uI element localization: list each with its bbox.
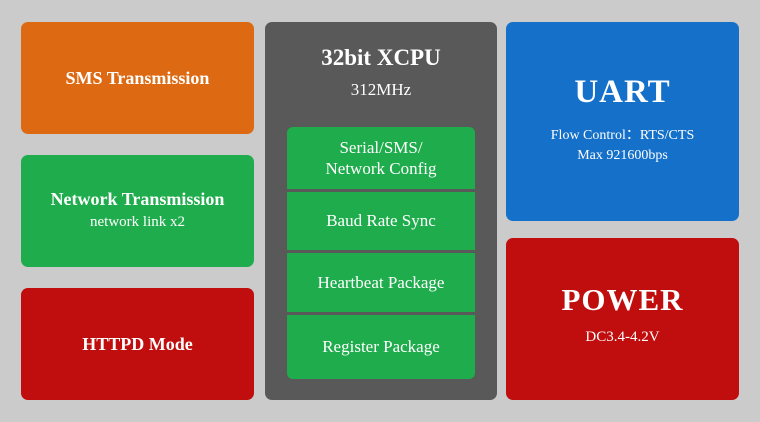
cpu-item-baud-rate-sync: Baud Rate Sync	[287, 192, 475, 250]
uart-block: UART Flow Control：RTS/CTS Max 921600bps	[506, 22, 739, 221]
uart-title: UART	[574, 74, 671, 110]
network-transmission-block: Network Transmission network link x2	[21, 155, 254, 267]
network-link-subtitle: network link x2	[90, 214, 185, 231]
cpu-item-register-package: Register Package	[287, 315, 475, 379]
httpd-mode-title: HTTPD Mode	[82, 333, 193, 354]
uart-max-rate: Max 921600bps	[577, 147, 668, 163]
cpu-item-config-line2: Network Config	[325, 159, 437, 178]
cpu-frequency: 312MHz	[350, 80, 412, 99]
cpu-item-config: Serial/SMS/ Network Config	[287, 127, 475, 189]
sms-transmission-title: SMS Transmission	[65, 67, 210, 88]
network-transmission-title: Network Transmission	[50, 189, 225, 210]
sms-transmission-block: SMS Transmission	[21, 22, 254, 134]
cpu-item-config-line1: Serial/SMS/	[339, 137, 423, 157]
cpu-item-heartbeat-package: Heartbeat Package	[287, 253, 475, 312]
uart-flow-control: Flow Control：RTS/CTS	[550, 127, 695, 143]
power-block: POWER DC3.4-4.2V	[506, 238, 739, 400]
power-voltage: DC3.4-4.2V	[585, 328, 660, 345]
uart-details: Flow Control：RTS/CTS Max 921600bps	[551, 126, 694, 165]
cpu-block: 32bit XCPU 312MHz Serial/SMS/ Network Co…	[265, 22, 497, 400]
power-title: POWER	[561, 282, 684, 317]
httpd-mode-block: HTTPD Mode	[21, 288, 254, 400]
cpu-title: 32bit XCPU	[321, 45, 441, 70]
